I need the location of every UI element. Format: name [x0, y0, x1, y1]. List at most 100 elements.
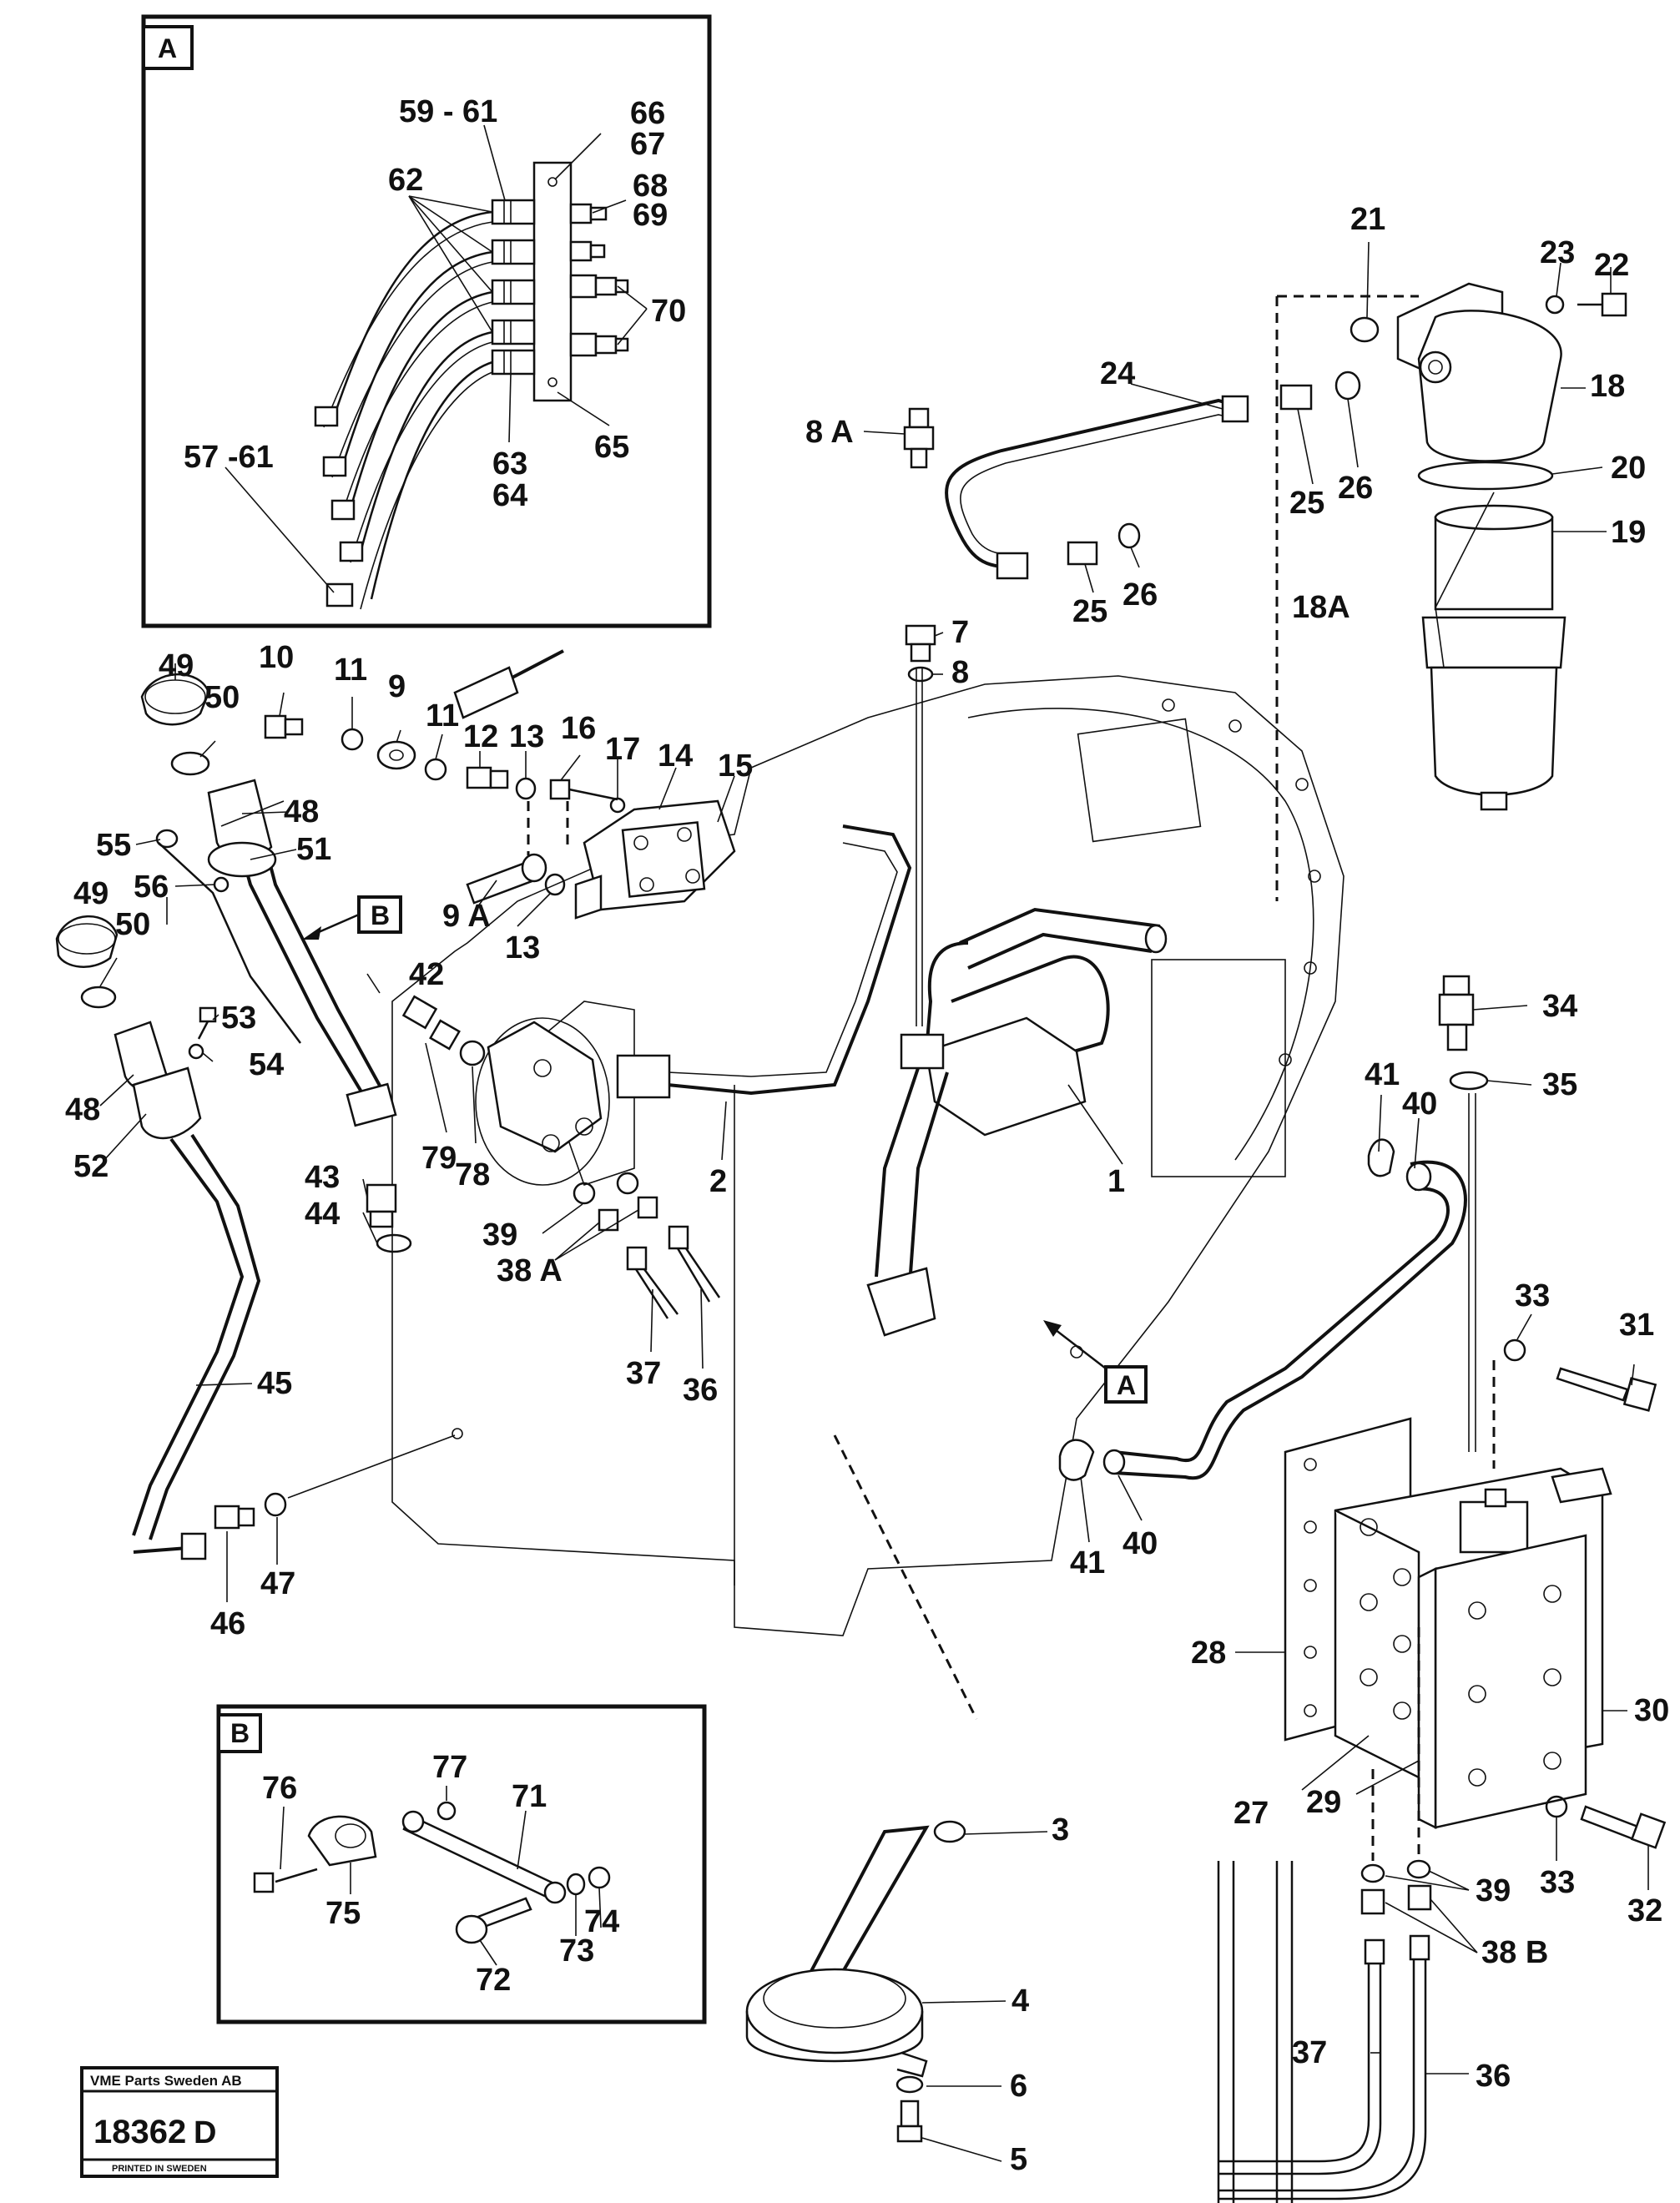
label-76: 76	[262, 1771, 297, 1806]
callout-27: 27	[1234, 1796, 1269, 1831]
callout-39a: 39	[482, 1217, 517, 1253]
label-67: 67	[630, 127, 665, 162]
washer-26b	[1117, 522, 1141, 549]
washer-47	[264, 1492, 287, 1517]
bolt-32	[1580, 1805, 1667, 1849]
inset-a-frame	[141, 14, 712, 628]
callout-43: 43	[305, 1160, 340, 1195]
washer-77	[436, 1801, 457, 1821]
pipes-36-37-lower	[1217, 1861, 1430, 2203]
washer-11a	[341, 728, 364, 751]
callout-54: 54	[249, 1047, 284, 1082]
callout-25b: 25	[1072, 594, 1107, 629]
fitting-8A	[903, 407, 935, 469]
fitting-2	[616, 1054, 671, 1099]
leader-65	[557, 391, 610, 426]
leader-lines	[99, 241, 1649, 2162]
leader-63	[508, 373, 512, 443]
callout-51: 51	[296, 832, 331, 867]
bolt-5	[896, 2100, 923, 2143]
callout-33a: 33	[1515, 1278, 1550, 1313]
knob-49a	[140, 673, 210, 726]
screw-53	[197, 1006, 217, 1040]
seal-20	[1417, 461, 1554, 491]
label-71: 71	[512, 1779, 547, 1814]
inset-b-frame	[216, 1704, 707, 2024]
washer-50a	[170, 751, 210, 776]
callout-41a: 41	[1365, 1057, 1400, 1092]
dipstick-tube	[745, 1825, 930, 2078]
leader-66	[554, 133, 602, 180]
callout-26b: 26	[1123, 577, 1158, 613]
washer-33b	[1545, 1795, 1568, 1818]
marker-b: B	[371, 900, 390, 930]
pipe-1-assembly	[866, 907, 1168, 1337]
clamp-41a	[1367, 1138, 1395, 1177]
marker-box-a	[1104, 1365, 1148, 1404]
washer-73	[566, 1873, 586, 1896]
callout-3: 3	[1052, 1812, 1069, 1848]
fitting-38B-a	[1360, 1888, 1385, 1915]
washer-13a	[515, 777, 537, 800]
leader-59-61	[483, 124, 506, 201]
marker-box-b	[357, 895, 402, 934]
hose-40	[1102, 1160, 1467, 1480]
callout-33b: 33	[1540, 1865, 1575, 1900]
leader-62a	[408, 195, 493, 213]
callout-52: 52	[73, 1149, 108, 1184]
callout-26a: 26	[1338, 471, 1373, 506]
callout-78: 78	[455, 1157, 490, 1192]
valve-block-14	[574, 799, 736, 920]
callout-32: 32	[1627, 1893, 1662, 1928]
nut-24a	[1221, 395, 1249, 423]
inset-a-tag-box	[142, 25, 194, 70]
callout-53: 53	[221, 1001, 256, 1036]
stamp-company: VME Parts Sweden AB	[90, 2073, 242, 2089]
callout-8: 8	[951, 655, 969, 690]
callout-5: 5	[1010, 2142, 1027, 2177]
callout-16: 16	[561, 711, 596, 746]
transmission-housing	[391, 675, 1345, 1636]
leader-70a	[617, 285, 648, 310]
callout-7: 7	[951, 615, 969, 650]
callout-50a: 50	[204, 680, 240, 715]
callout-23: 23	[1540, 235, 1575, 270]
pipe-24	[945, 398, 1249, 569]
filter-cartridge-19	[1421, 504, 1566, 811]
label-57-61: 57 -61	[184, 440, 274, 475]
leader-57-61	[225, 466, 335, 593]
block-hole-bottom	[547, 377, 557, 387]
fitting-38A-b	[637, 1196, 658, 1219]
callout-4: 4	[1012, 1984, 1029, 2019]
fitting-25b	[1067, 541, 1098, 566]
stamp-revision: D	[194, 2115, 216, 2150]
fitting-7	[905, 624, 936, 663]
washer-54	[188, 1043, 204, 1060]
callout-24: 24	[1100, 356, 1135, 391]
washer-6	[895, 2075, 924, 2094]
callout-40b: 40	[1123, 1526, 1158, 1561]
hose-stub-9A	[466, 853, 547, 905]
label-62: 62	[388, 163, 423, 198]
label-65: 65	[594, 430, 629, 465]
callout-48b: 48	[65, 1092, 100, 1127]
washer-39b	[616, 1172, 639, 1195]
gear-lever-45	[114, 1021, 261, 1560]
callout-39b: 39	[1476, 1873, 1511, 1908]
marker-b-arrow	[312, 913, 360, 936]
callout-46: 46	[210, 1606, 245, 1641]
label-73: 73	[559, 1933, 594, 1969]
fitting-12	[466, 766, 509, 789]
callout-36a: 36	[683, 1373, 718, 1408]
callout-19: 19	[1611, 515, 1646, 550]
banjo-9	[376, 740, 416, 770]
label-72: 72	[476, 1963, 511, 1998]
callout-34: 34	[1542, 989, 1577, 1024]
callout-35: 35	[1542, 1067, 1577, 1102]
callout-25a: 25	[1289, 486, 1324, 521]
label-69: 69	[633, 198, 668, 233]
callout-37b: 37	[1292, 2035, 1327, 2070]
stamp-frame	[80, 2066, 279, 2178]
callout-45: 45	[257, 1366, 292, 1401]
pipes-36-37	[626, 1225, 721, 1319]
